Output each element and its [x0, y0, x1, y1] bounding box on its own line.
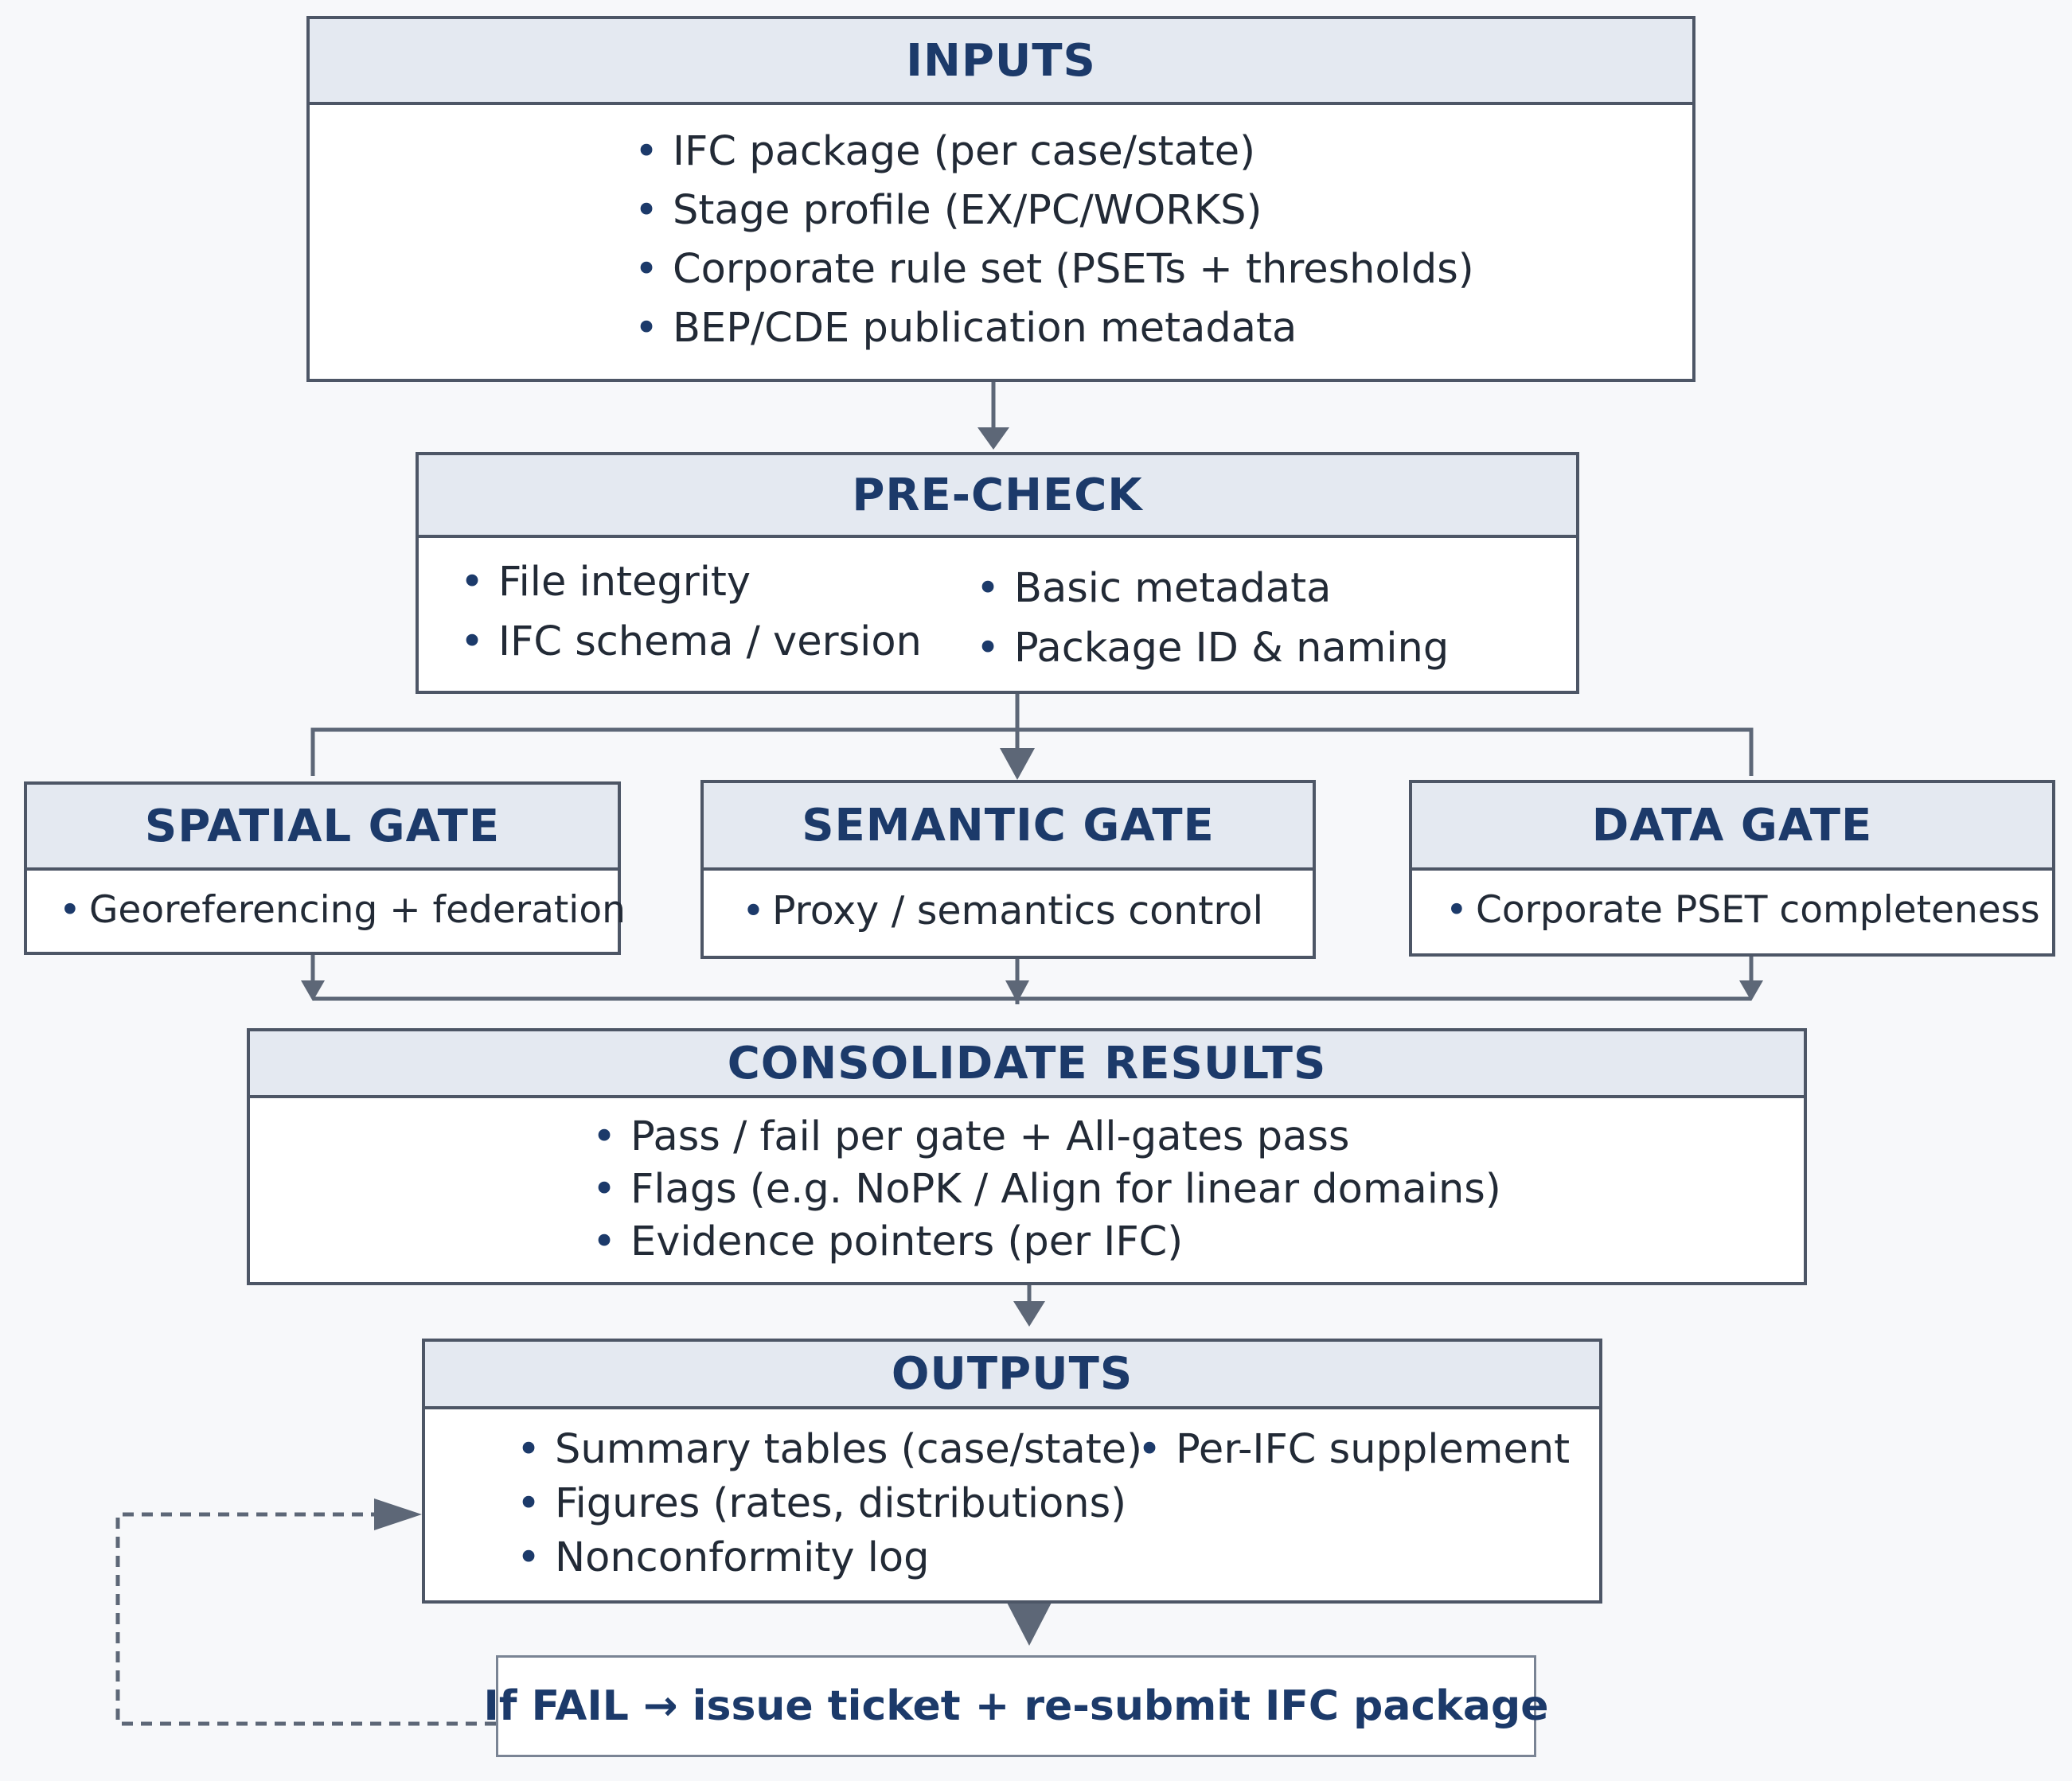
- data-gate-header: DATA GATE: [1412, 783, 2052, 871]
- precheck-title: PRE-CHECK: [852, 469, 1143, 521]
- semantic-gate-list: Proxy / semantics control: [742, 879, 1263, 944]
- outputs-left-list: Summary tables (case/state) Figures (rat…: [517, 1423, 1142, 1585]
- list-item: Proxy / semantics control: [742, 879, 1263, 944]
- spatial-gate-box: SPATIAL GATE Georeferencing + federation: [24, 781, 626, 955]
- list-item: Nonconformity log: [517, 1531, 1142, 1585]
- consolidate-arrowhead: [1013, 1301, 1045, 1327]
- data-gate-list: Corporate PSET completeness: [1446, 879, 2040, 942]
- list-item: Stage profile (EX/PC/WORKS): [634, 181, 1474, 240]
- spatial-collector-arrowhead: [301, 980, 325, 1001]
- outputs-right-list: Per-IFC supplement: [1137, 1423, 1570, 1477]
- consolidate-list: Pass / fail per gate + All-gates pass Fl…: [592, 1111, 1501, 1269]
- retry-loop-connector: [115, 1512, 496, 1726]
- list-item: Flags (e.g. NoPK / Align for linear doma…: [592, 1163, 1501, 1216]
- inputs-list: IFC package (per case/state) Stage profi…: [634, 123, 1474, 358]
- list-item: IFC schema / version: [460, 612, 922, 672]
- inputs-title: INPUTS: [906, 34, 1096, 87]
- list-item: Figures (rates, distributions): [517, 1477, 1142, 1531]
- spatial-gate-list: Georeferencing + federation: [59, 879, 626, 942]
- data-collector-arrowhead: [1739, 980, 1763, 1001]
- list-item: Basic metadata: [976, 559, 1449, 618]
- outputs-box: OUTPUTS Summary tables (case/state) Figu…: [422, 1339, 1602, 1604]
- semantic-gate-header: SEMANTIC GATE: [704, 783, 1313, 871]
- data-gate-title: DATA GATE: [1591, 799, 1873, 852]
- list-item: File integrity: [460, 552, 922, 612]
- retry-text: If FAIL → issue ticket + re-submit IFC p…: [483, 1682, 1549, 1730]
- data-gate-box: DATA GATE Corporate PSET completeness: [1409, 780, 2055, 957]
- semantic-gate-title: SEMANTIC GATE: [802, 799, 1215, 852]
- list-item: Evidence pointers (per IFC): [592, 1216, 1501, 1269]
- retry-box: If FAIL → issue ticket + re-submit IFC p…: [483, 1655, 1549, 1757]
- list-item: Corporate rule set (PSETs + thresholds): [634, 240, 1474, 299]
- inputs-box: INPUTS IFC package (per case/state) Stag…: [306, 16, 1695, 382]
- list-item: Package ID & naming: [976, 618, 1449, 678]
- list-item: Pass / fail per gate + All-gates pass: [592, 1111, 1501, 1163]
- spatial-gate-title: SPATIAL GATE: [144, 800, 501, 852]
- outputs-down-arrowhead: [1005, 1600, 1053, 1646]
- outputs-title: OUTPUTS: [891, 1348, 1134, 1400]
- semantic-gate-box: SEMANTIC GATE Proxy / semantics control: [700, 780, 1316, 959]
- outputs-header: OUTPUTS: [425, 1342, 1599, 1409]
- list-item: Georeferencing + federation: [59, 879, 626, 942]
- list-item: Per-IFC supplement: [1137, 1423, 1570, 1477]
- retry-loop-arrowhead: [374, 1498, 422, 1530]
- semantic-collector-arrowhead: [1005, 980, 1029, 1003]
- consolidate-box: CONSOLIDATE RESULTS Pass / fail per gate…: [247, 1028, 1807, 1285]
- precheck-left-list: File integrity IFC schema / version: [460, 552, 922, 672]
- precheck-arrowhead: [977, 427, 1009, 450]
- semantic-arrowhead: [1000, 748, 1035, 780]
- consolidate-title: CONSOLIDATE RESULTS: [727, 1037, 1327, 1089]
- precheck-right-list: Basic metadata Package ID & naming: [976, 559, 1449, 678]
- list-item: Summary tables (case/state): [517, 1423, 1142, 1477]
- precheck-box: PRE-CHECK File integrity IFC schema / ve…: [416, 452, 1579, 694]
- precheck-header: PRE-CHECK: [419, 455, 1576, 538]
- inputs-header: INPUTS: [310, 19, 1692, 105]
- list-item: BEP/CDE publication metadata: [634, 299, 1474, 358]
- list-item: IFC package (per case/state): [634, 123, 1474, 181]
- precheck-fanout-connector: [310, 727, 1754, 776]
- list-item: Corporate PSET completeness: [1446, 879, 2040, 942]
- consolidate-header: CONSOLIDATE RESULTS: [250, 1031, 1804, 1098]
- spatial-gate-header: SPATIAL GATE: [27, 785, 618, 871]
